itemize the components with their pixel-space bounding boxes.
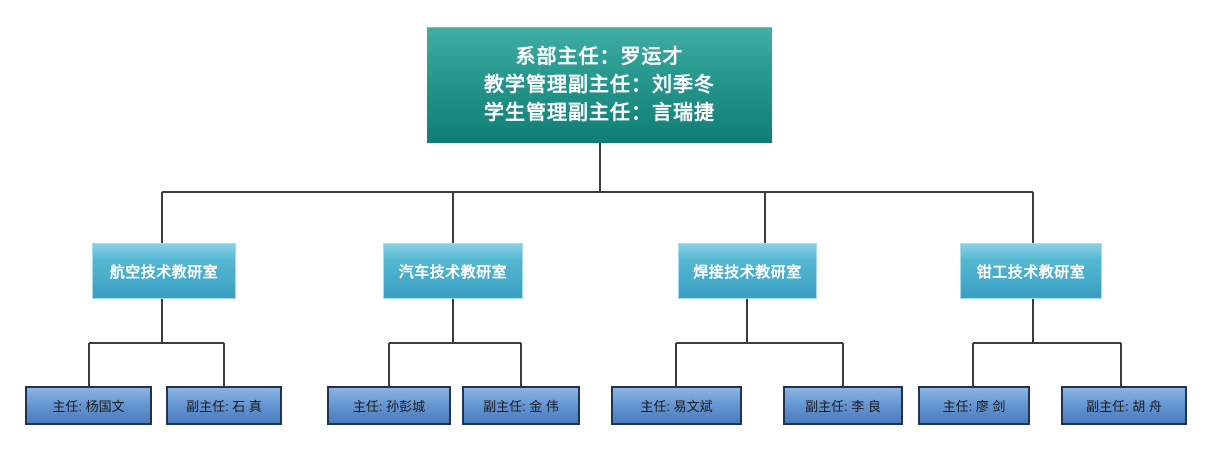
member-label: 主任: 廖 剑 — [942, 399, 1006, 414]
dept-node-fitter: 钳工技术教研室 — [960, 243, 1102, 299]
dept-node-aviation: 航空技术教研室 — [92, 243, 236, 299]
connector-dept4-to-members — [972, 299, 1122, 386]
member-node-aviation-deputy: 副主任: 石 真 — [166, 386, 282, 425]
connector-dept2-to-members — [388, 299, 522, 386]
member-node-welding-director: 主任: 易文斌 — [611, 386, 742, 425]
member-node-fitter-deputy: 副主任: 胡 舟 — [1061, 386, 1187, 425]
member-label: 副主任: 李 良 — [805, 399, 881, 414]
member-label: 副主任: 石 真 — [186, 399, 262, 414]
member-label: 主任: 易文斌 — [640, 399, 713, 414]
root-line-teaching-deputy: 教学管理副主任：刘季冬 — [484, 74, 715, 96]
member-node-welding-deputy: 副主任: 李 良 — [783, 386, 903, 425]
member-node-automotive-director: 主任: 孙彭城 — [327, 386, 451, 425]
member-node-aviation-director: 主任: 杨国文 — [25, 386, 152, 425]
dept-node-automotive: 汽车技术教研室 — [383, 243, 523, 299]
root-line-student-deputy: 学生管理副主任：言瑞捷 — [484, 102, 715, 124]
connector-dept3-to-members — [675, 299, 844, 386]
connector-root-to-departments — [161, 143, 1034, 243]
dept-label: 汽车技术教研室 — [398, 263, 508, 281]
member-label: 副主任: 胡 舟 — [1086, 399, 1162, 414]
root-line-director: 系部主任：罗运才 — [515, 46, 684, 68]
member-node-automotive-deputy: 副主任: 金 伟 — [462, 386, 580, 425]
connector-dept1-to-members — [88, 299, 225, 386]
member-label: 副主任: 金 伟 — [483, 399, 559, 414]
member-label: 主任: 杨国文 — [52, 399, 125, 414]
member-node-fitter-director: 主任: 廖 剑 — [918, 386, 1030, 425]
dept-label: 焊接技术教研室 — [693, 263, 802, 281]
dept-label: 钳工技术教研室 — [976, 263, 1086, 281]
member-label: 主任: 孙彭城 — [352, 399, 426, 414]
root-node-department-head: 系部主任：罗运才 教学管理副主任：刘季冬 学生管理副主任：言瑞捷 — [427, 27, 772, 143]
dept-node-welding: 焊接技术教研室 — [678, 243, 817, 299]
dept-label: 航空技术教研室 — [109, 263, 219, 281]
